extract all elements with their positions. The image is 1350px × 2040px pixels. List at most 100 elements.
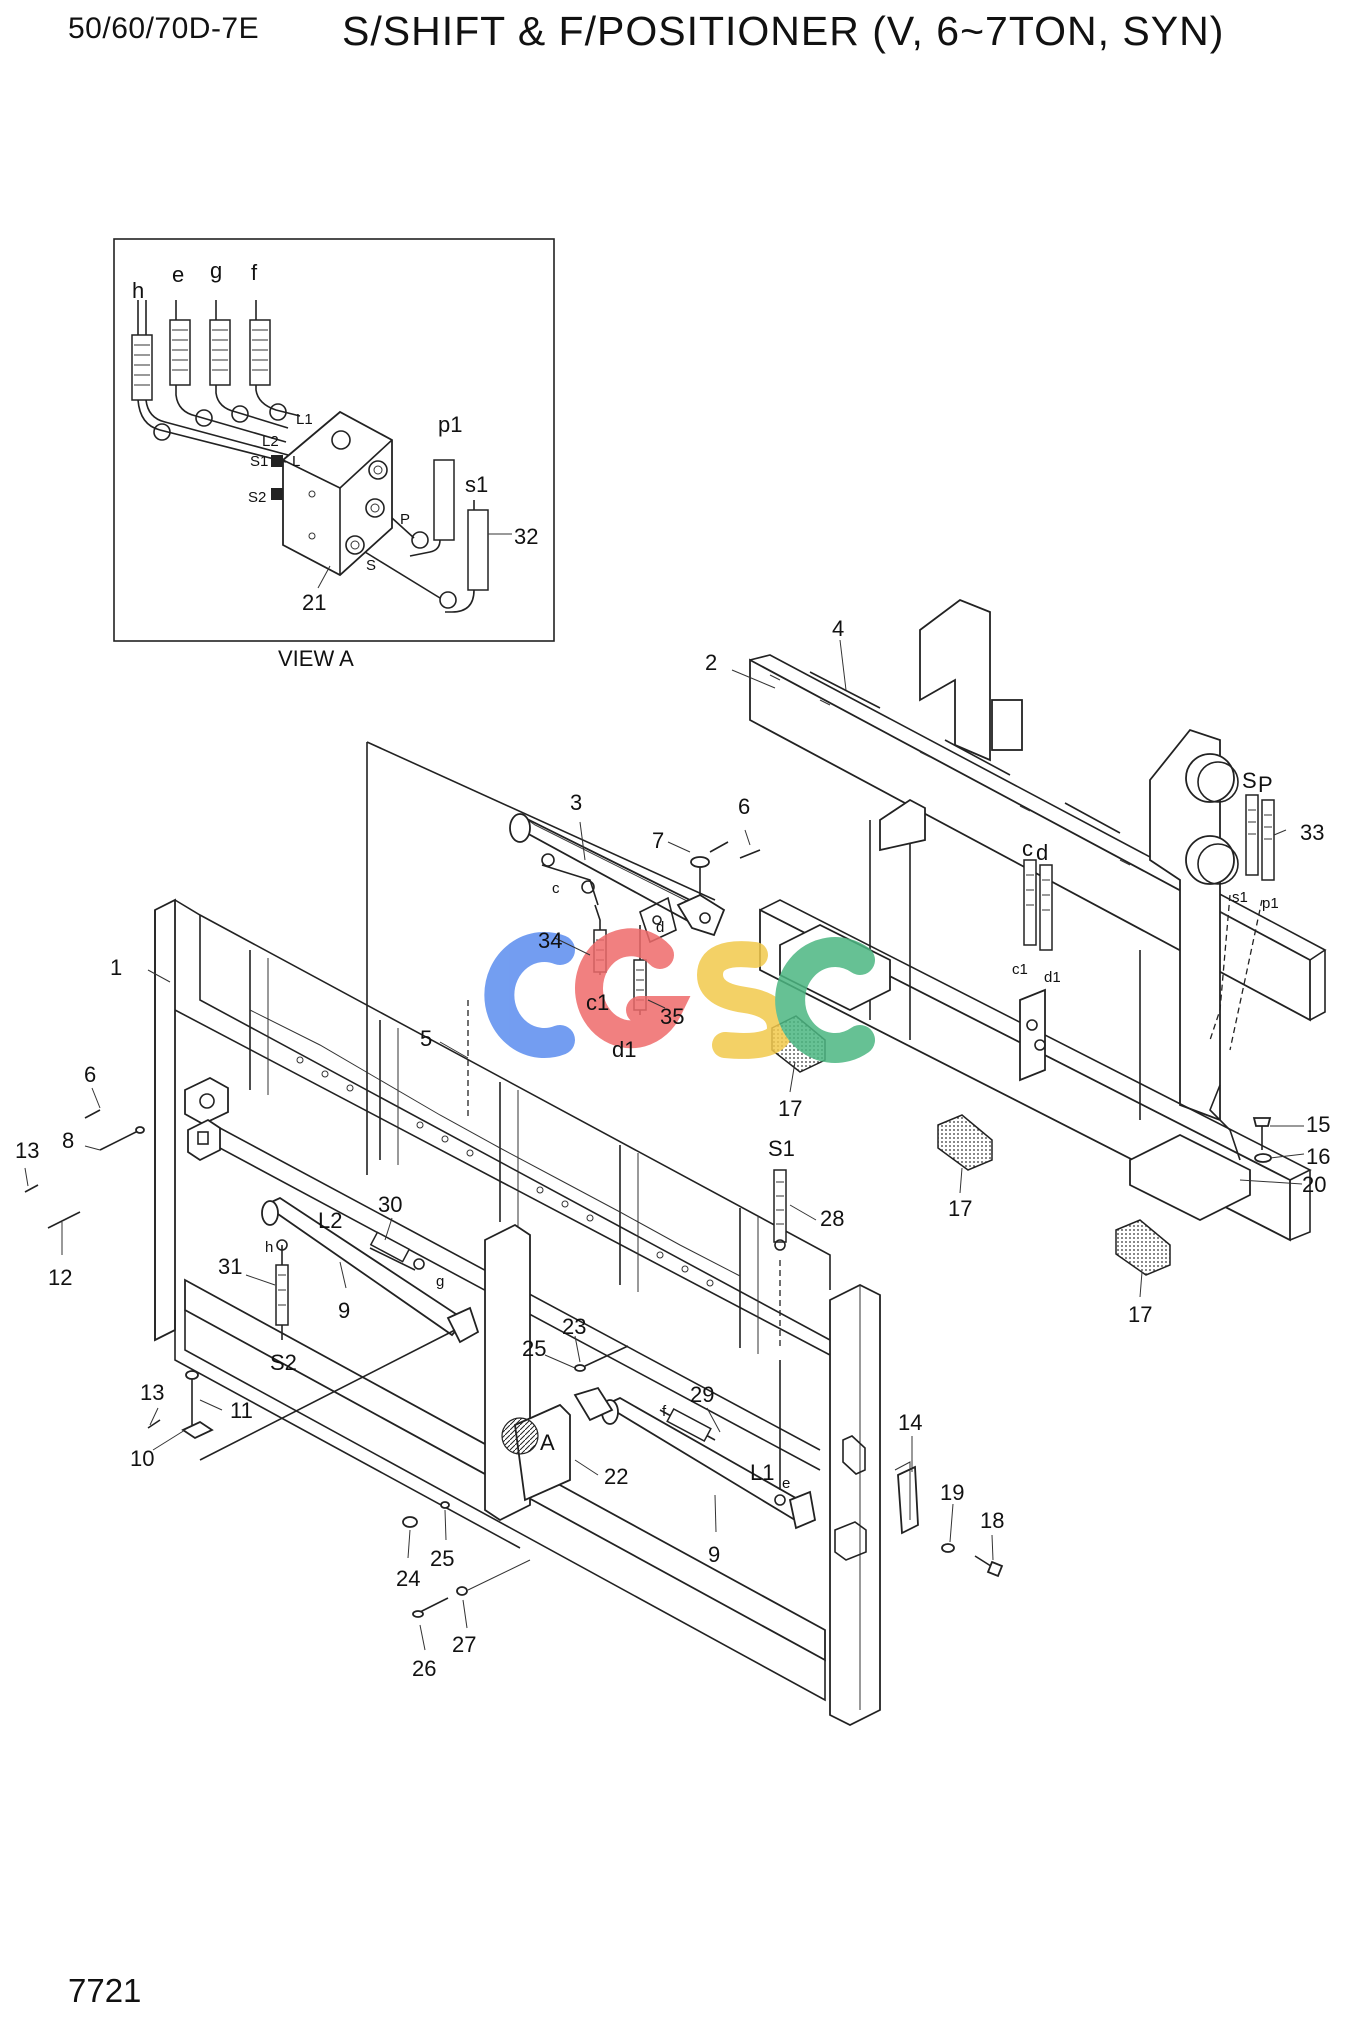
page-number: 7721 [68, 1972, 142, 2009]
hose-letter-c: c [1022, 836, 1033, 861]
cylinder-3 [509, 813, 761, 937]
callout-11: 11 [230, 1398, 253, 1423]
pin-11-plate-10 [181, 1370, 214, 1440]
hose-letter-d1: d1 [1044, 969, 1061, 986]
port-label-h: h [132, 278, 144, 303]
callout-4: 4 [832, 616, 844, 641]
callout-26: 26 [412, 1656, 436, 1681]
cgsc-watermark [484, 928, 875, 1063]
cylinder-9-right [573, 1260, 817, 1530]
watermark-letter-s [696, 941, 794, 1059]
port-label-L2: L2 [262, 433, 279, 450]
hose-letters: S P s1 p1 c d c1 d1 c d c1 d1 S1 e L2 g … [265, 768, 1279, 1492]
callout-13-left: 13 [15, 1138, 39, 1163]
callout-17-b: 17 [948, 1196, 972, 1221]
frame-holes [296, 1056, 714, 1287]
hose-letter-f: f [662, 1403, 667, 1420]
hose-letter-S: S [1242, 768, 1257, 793]
callout-27: 27 [452, 1632, 476, 1657]
callout-33: 33 [1300, 820, 1324, 845]
model-code: 50/60/70D-7E [68, 12, 260, 45]
pin-12 [47, 1211, 81, 1229]
callout-1: 1 [110, 955, 122, 980]
callout-21: 21 [302, 590, 326, 615]
callout-29: 29 [690, 1382, 714, 1407]
hose-letter-g: g [436, 1273, 444, 1290]
watermark-letter-c2 [775, 937, 875, 1063]
pin-8 [99, 1126, 145, 1151]
leader-lines [24, 639, 1305, 1651]
callout-22: 22 [604, 1464, 628, 1489]
callout-14: 14 [898, 1410, 922, 1435]
bracket-14 [894, 1461, 919, 1535]
hose-letter-S2: S2 [270, 1350, 297, 1375]
callout-16: 16 [1306, 1144, 1330, 1169]
watermark-letter-c1 [484, 932, 575, 1058]
callout-25-top: 25 [522, 1336, 546, 1361]
hose-letter-c1-b: c1 [586, 990, 609, 1015]
port-label-P: P [400, 511, 410, 528]
callout-20: 20 [1302, 1172, 1326, 1197]
port-label-S: S [366, 557, 376, 574]
callout-24: 24 [396, 1566, 420, 1591]
hose-letter-P: P [1258, 772, 1273, 797]
callout-23: 23 [562, 1314, 586, 1339]
callout-17-a: 17 [778, 1096, 802, 1121]
callout-10: 10 [130, 1446, 154, 1471]
callouts: 1 2 3 4 5 6 6 7 8 9 9 10 11 12 13 13 14 … [15, 616, 1330, 1681]
callout-25-bottom: 25 [430, 1546, 454, 1571]
hose-assembly-33 [1209, 794, 1275, 1161]
view-a-frame [113, 238, 555, 642]
callout-18: 18 [980, 1508, 1004, 1533]
callout-28: 28 [820, 1206, 844, 1231]
hose-letter-S1: S1 [768, 1136, 795, 1161]
cylinder-9-left [261, 1196, 480, 1344]
fork-frame-1 [154, 898, 881, 1727]
block-right [834, 1521, 867, 1561]
callout-5: 5 [420, 1026, 432, 1051]
port-label-e: e [172, 262, 184, 287]
callout-3: 3 [570, 790, 582, 815]
port-label-L1: L1 [296, 411, 313, 428]
hose-letter-L1: L1 [750, 1460, 774, 1485]
callout-30: 30 [378, 1192, 402, 1217]
view-a-inset: h e g f L1 L2 L S1 S2 P S p1 s1 32 21 VI… [113, 238, 555, 671]
callout-9-left: 9 [338, 1298, 350, 1323]
view-ref-A: A [540, 1430, 555, 1455]
view-a-caption: VIEW A [278, 646, 354, 671]
hose-letter-c-small: c [552, 880, 560, 897]
callout-32: 32 [514, 524, 538, 549]
hose-letter-c1: c1 [1012, 961, 1028, 978]
watermark-letter-g [575, 928, 691, 1049]
hose-28 [773, 1169, 787, 1251]
page-title: S/SHIFT & F/POSITIONER (V, 6~7TON, SYN) [342, 8, 1225, 54]
hose-label-p1: p1 [438, 412, 462, 437]
hose-letter-p1: p1 [1262, 895, 1279, 912]
port-label-g: g [210, 258, 222, 283]
hose-letter-d-small: d [656, 919, 664, 936]
hose-letter-L2: L2 [318, 1208, 342, 1233]
callout-9-right: 9 [708, 1542, 720, 1567]
hose-letter-s1: s1 [1232, 889, 1248, 906]
port-label-S1: S1 [250, 453, 268, 470]
callout-19: 19 [940, 1480, 964, 1505]
callout-2: 2 [705, 650, 717, 675]
callout-17-c: 17 [1128, 1302, 1152, 1327]
port-label-f: f [251, 260, 258, 285]
port-label-L: L [292, 453, 300, 470]
callout-15: 15 [1306, 1112, 1330, 1137]
carriage-2 [749, 598, 1327, 1242]
callout-6-top: 6 [738, 794, 750, 819]
hose-label-s1: s1 [465, 472, 488, 497]
valve-block-21 [271, 410, 393, 577]
bolts-23-27 [402, 1345, 629, 1618]
view-a-hoses [131, 300, 489, 613]
port-label-S2: S2 [248, 489, 266, 506]
hose-letter-h: h [265, 1239, 273, 1256]
callout-31: 31 [218, 1254, 242, 1279]
hose-assembly-c-d [1019, 859, 1053, 1082]
callout-12: 12 [48, 1265, 72, 1290]
callout-13-bottom: 13 [140, 1380, 164, 1405]
callout-6-left: 6 [84, 1062, 96, 1087]
